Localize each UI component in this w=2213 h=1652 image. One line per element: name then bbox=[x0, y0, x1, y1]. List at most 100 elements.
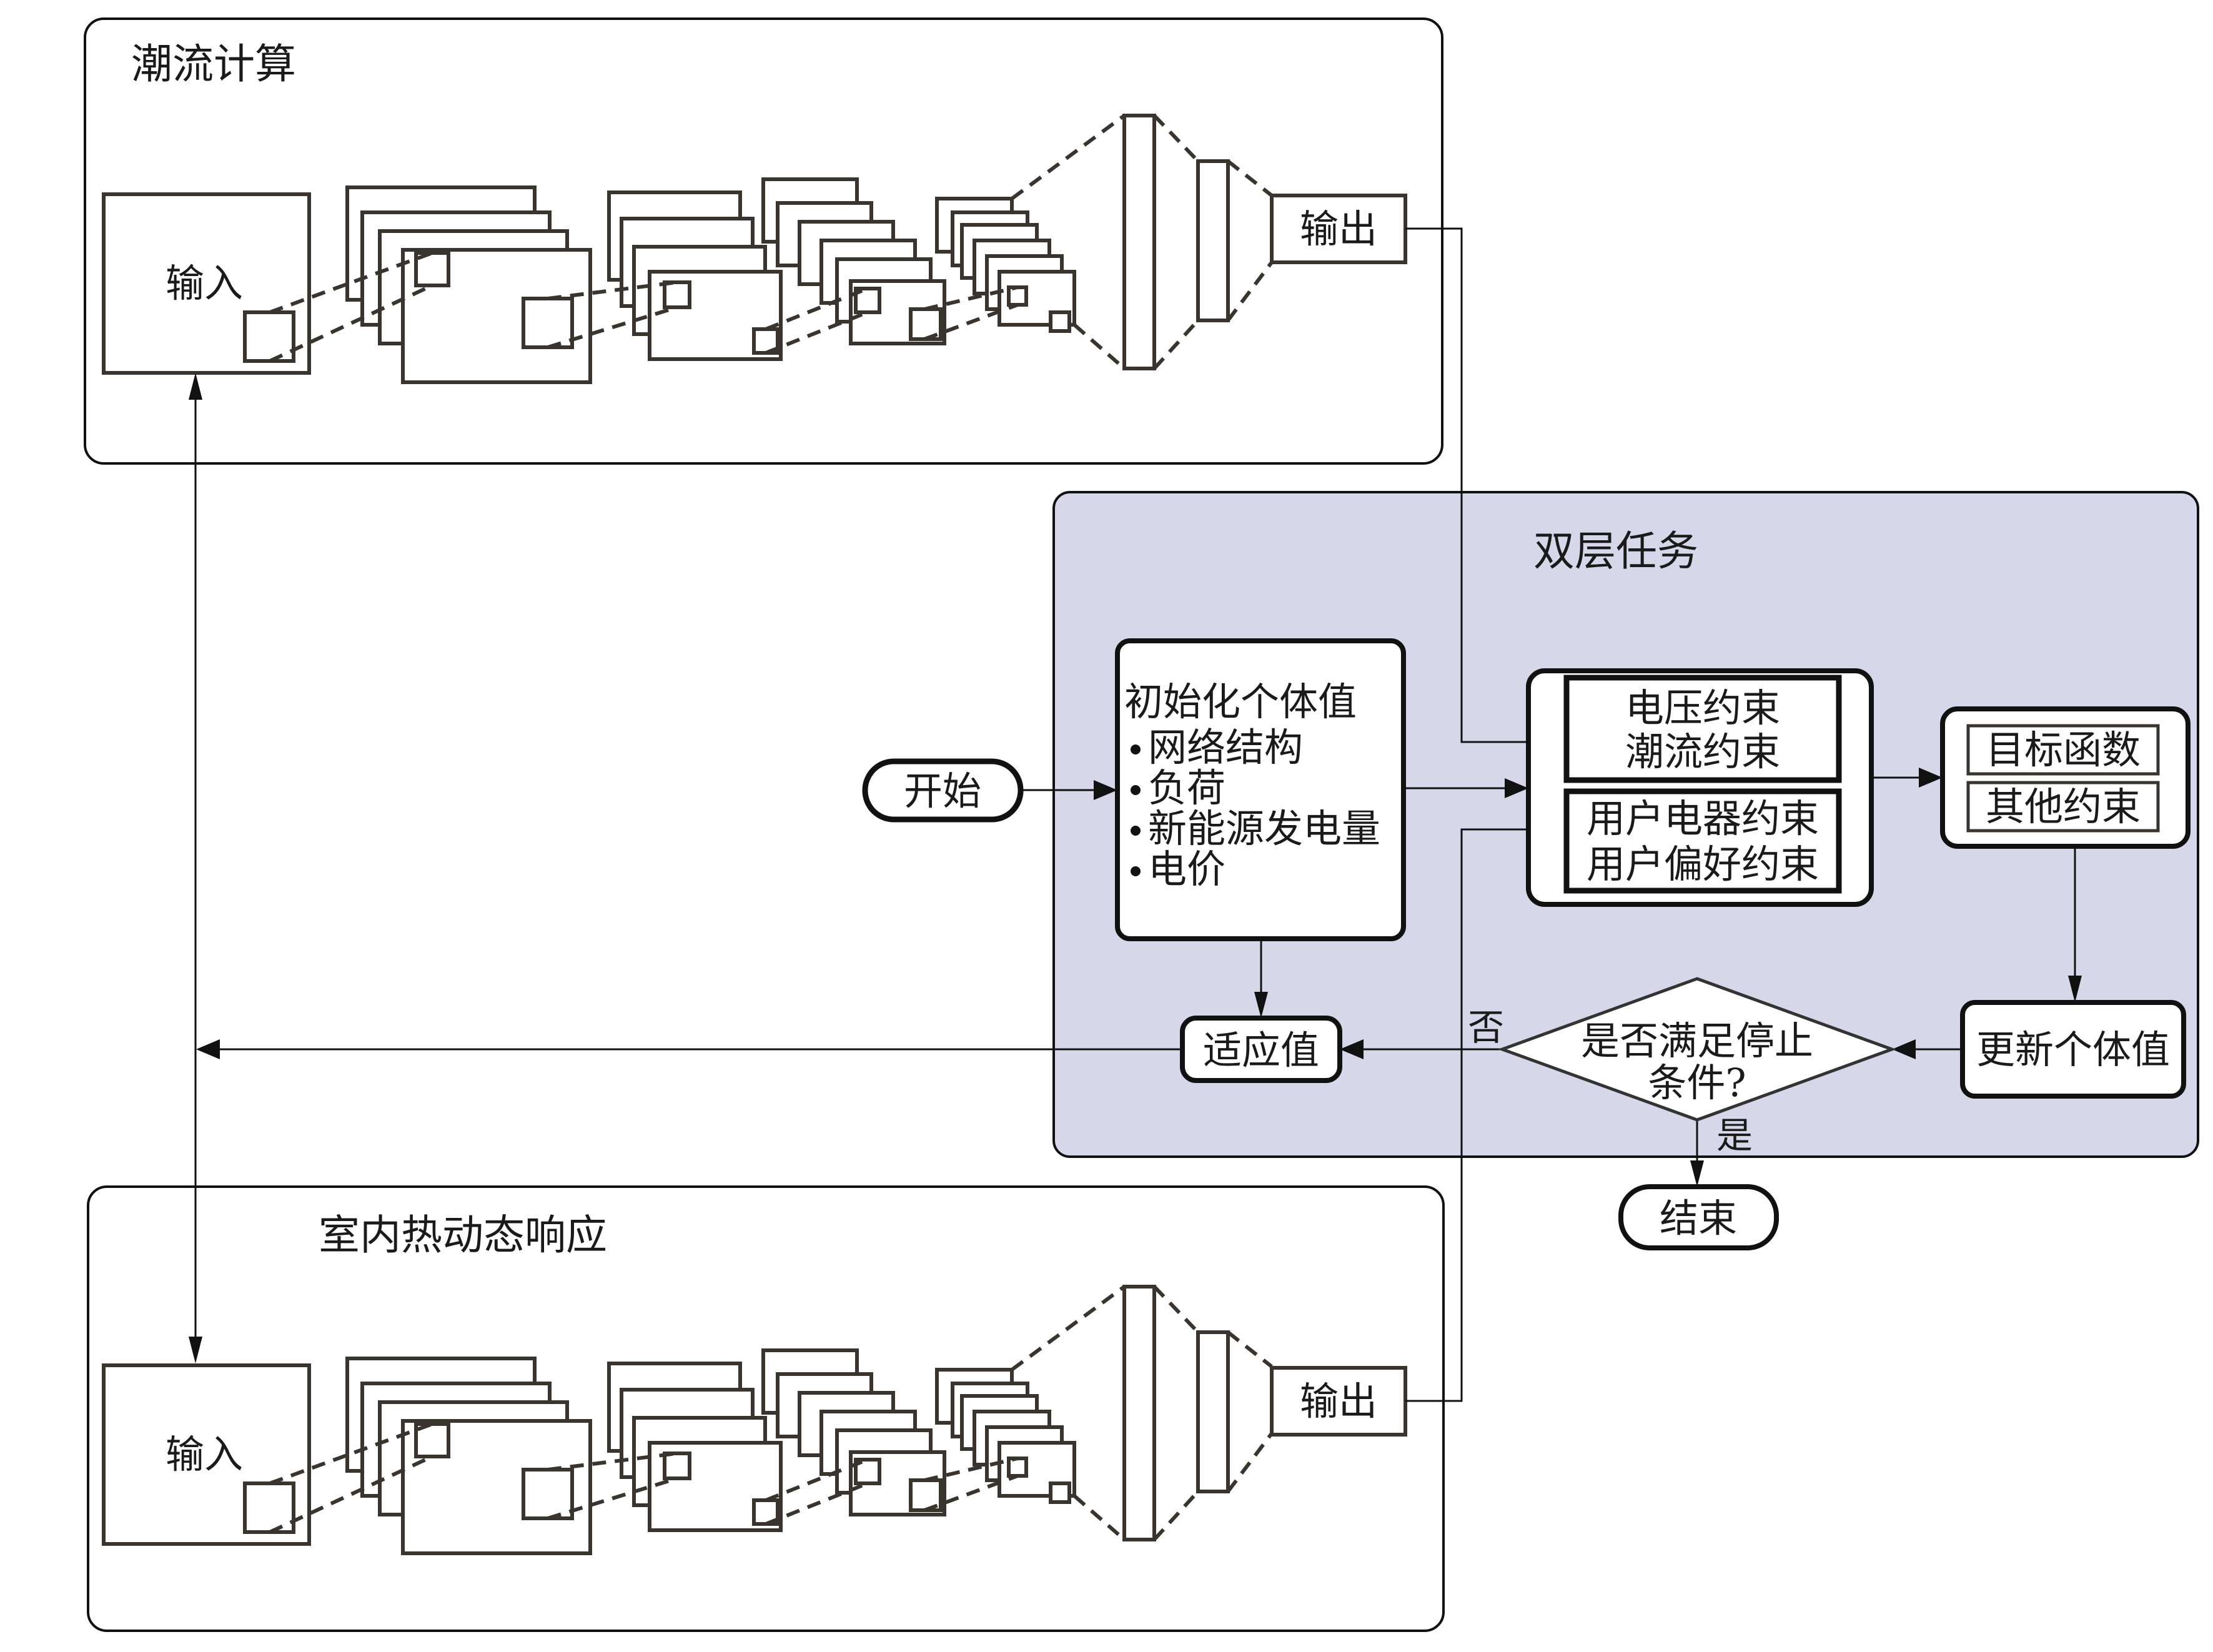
panel-power-flow: 潮流计算 输入 输出 bbox=[84, 17, 1443, 465]
arrowhead-update bbox=[2068, 976, 2082, 1002]
arrowhead-objective bbox=[1919, 768, 1943, 788]
init-bullets: 网络结构 负荷 新能源发电量 电价 bbox=[1131, 725, 1380, 892]
decision-no-label: 否 bbox=[1468, 1006, 1504, 1049]
cnn-power-flow: 输入 bbox=[102, 114, 1274, 384]
panel-thermal: 室内热动态响应 输入 输出 bbox=[87, 1185, 1445, 1632]
fc-layer bbox=[1196, 159, 1230, 322]
flow-nodes: 开始 初始化个体值 网络结构 负荷 新能源发电量 电价 电压约束 潮流约束 用户… bbox=[862, 638, 2191, 1250]
connector-power-output-to-grid-constraints bbox=[1405, 227, 1555, 743]
end-label: 结束 bbox=[1660, 1195, 1737, 1241]
arrowhead-fitness bbox=[1340, 1039, 1364, 1059]
objective-label: 目标函数 bbox=[1986, 727, 2141, 773]
projection-line bbox=[269, 1422, 433, 1485]
connectors bbox=[189, 227, 2082, 1402]
bullet-icon bbox=[1131, 744, 1141, 754]
projection-line bbox=[1227, 159, 1273, 197]
update-label: 更新个体值 bbox=[1976, 1027, 2170, 1072]
projection-line bbox=[1073, 323, 1126, 370]
projection-line bbox=[765, 310, 869, 355]
decision-node[interactable] bbox=[1497, 977, 1897, 1122]
user-constraints-box[interactable] bbox=[1563, 788, 1842, 894]
projection-line bbox=[923, 303, 1019, 341]
grid-constraint-1: 潮流约束 bbox=[1625, 729, 1780, 774]
projection-line bbox=[1011, 1285, 1126, 1372]
decision-line-0: 是否满足停止 bbox=[1581, 1018, 1813, 1064]
bullet-icon bbox=[1131, 866, 1141, 876]
fc-layer bbox=[1122, 114, 1156, 370]
input-label: 输入 bbox=[166, 1432, 243, 1477]
projection-line bbox=[269, 251, 433, 314]
projection-line bbox=[1152, 1490, 1200, 1541]
start-label: 开始 bbox=[904, 768, 981, 814]
projection-line bbox=[765, 1458, 869, 1502]
kernel-box bbox=[663, 1452, 691, 1480]
panel-thermal-title: 室内热动态响应 bbox=[319, 1211, 607, 1259]
kernel-box bbox=[1007, 1457, 1028, 1478]
fitness-node[interactable] bbox=[1180, 1016, 1342, 1083]
end-node[interactable] bbox=[1618, 1184, 1779, 1250]
kernel-box bbox=[1007, 285, 1028, 307]
output-box-thermal bbox=[1270, 1366, 1407, 1437]
projection-line bbox=[1226, 261, 1274, 322]
projection-line bbox=[547, 305, 678, 349]
arrowhead-bus bbox=[196, 1039, 220, 1059]
projection-line bbox=[1152, 114, 1200, 163]
init-title: 初始化个体值 bbox=[1124, 679, 1357, 725]
init-bullet-1: 负荷 bbox=[1148, 765, 1225, 811]
input-label: 输入 bbox=[166, 260, 243, 306]
output-label-power-flow: 输出 bbox=[1300, 206, 1377, 252]
projection-line bbox=[1152, 319, 1200, 370]
connector-thermal-output-to-user-constraints bbox=[1405, 828, 1555, 1402]
update-node[interactable] bbox=[1960, 1000, 2186, 1099]
init-bullet-0: 网络结构 bbox=[1148, 725, 1303, 770]
projection-line bbox=[924, 285, 1018, 311]
kernel-box bbox=[1049, 1481, 1071, 1504]
arrowhead-end bbox=[1690, 1160, 1704, 1187]
init-bullet-3: 电价 bbox=[1148, 846, 1225, 892]
bullet-icon bbox=[1131, 785, 1141, 795]
init-node[interactable] bbox=[1115, 638, 1406, 941]
projection-line bbox=[1227, 1330, 1273, 1368]
grid-constraint-0: 电压约束 bbox=[1625, 685, 1780, 731]
kernel-box bbox=[1049, 310, 1071, 333]
kernel-box bbox=[663, 280, 691, 309]
fitness-label: 适应值 bbox=[1203, 1027, 1319, 1073]
projection-line bbox=[765, 1481, 869, 1526]
other-constraints-label: 其他约束 bbox=[1986, 784, 2141, 829]
arrowhead-input-thermal bbox=[189, 1337, 202, 1363]
init-bullet-2: 新能源发电量 bbox=[1148, 806, 1380, 851]
cnn-thermal: 输入 bbox=[102, 1285, 1274, 1555]
objective-box[interactable] bbox=[1966, 724, 2160, 776]
arrowhead-fitness-top bbox=[1254, 992, 1268, 1018]
projection-line bbox=[924, 1457, 1018, 1482]
panel-bilevel-title: 双层任务 bbox=[1533, 527, 1698, 575]
start-node[interactable] bbox=[862, 758, 1024, 823]
output-label-thermal: 输出 bbox=[1300, 1378, 1377, 1424]
kernel-box bbox=[522, 1468, 574, 1520]
projection-line bbox=[923, 1474, 1019, 1512]
fc-layer bbox=[1196, 1330, 1230, 1493]
projection-line bbox=[1226, 1432, 1274, 1493]
kernel-box bbox=[243, 310, 295, 363]
arrowhead-decision bbox=[1892, 1039, 1916, 1059]
projection-line bbox=[1073, 1494, 1126, 1541]
projection-line bbox=[547, 1476, 678, 1520]
arrowhead-init bbox=[1094, 780, 1117, 800]
projection-line bbox=[765, 287, 869, 331]
grid-constraints-box[interactable] bbox=[1563, 675, 1842, 783]
kernel-box bbox=[243, 1481, 295, 1534]
fc-layer bbox=[1122, 1285, 1156, 1541]
user-constraint-0: 用户电器约束 bbox=[1587, 796, 1819, 841]
kernel-box bbox=[522, 297, 574, 349]
arrowhead-constraints-group bbox=[1505, 778, 1528, 798]
arrowhead-input-power-flow bbox=[189, 373, 202, 400]
decision-yes-label: 是 bbox=[1716, 1114, 1753, 1157]
decision-line-1: 条件? bbox=[1648, 1060, 1746, 1105]
projection-line bbox=[1152, 1285, 1200, 1334]
bullet-icon bbox=[1131, 826, 1141, 836]
panel-power-flow-title: 潮流计算 bbox=[131, 40, 296, 88]
user-constraint-1: 用户偏好约束 bbox=[1587, 841, 1819, 887]
projection-line bbox=[269, 1455, 433, 1534]
other-constraints-box[interactable] bbox=[1966, 781, 2160, 833]
